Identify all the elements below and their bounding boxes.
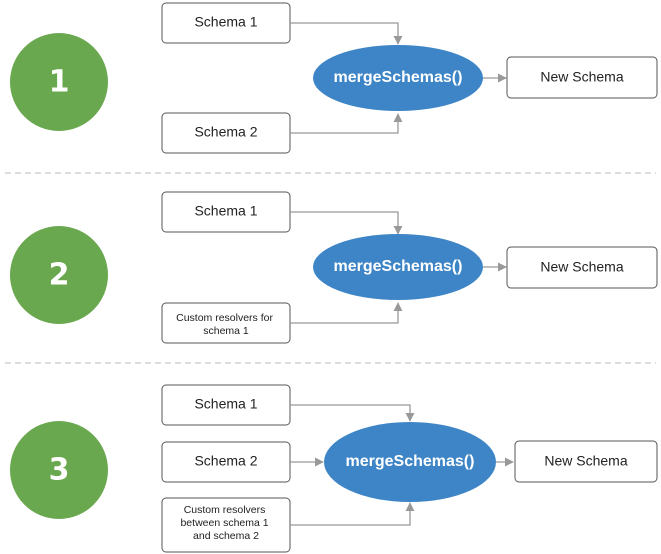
input-label: Schema 1 xyxy=(194,203,257,219)
output-label: New Schema xyxy=(544,453,627,469)
step-circle-3 xyxy=(10,421,108,519)
input-label: Custom resolvers for schema 1 xyxy=(176,312,276,337)
connector-arrow xyxy=(290,211,403,235)
step-circle-1 xyxy=(10,33,108,131)
input-label: Custom resolvers between schema 1 and sc… xyxy=(180,504,271,542)
output-box xyxy=(514,440,658,483)
merge-function-ellipse xyxy=(313,234,483,300)
input-label: Schema 1 xyxy=(194,14,257,30)
step-number: 1 xyxy=(49,65,70,100)
scenario-2: 2 Schema 1 Custom resolvers for schema 1… xyxy=(10,191,658,344)
connector-arrow xyxy=(290,404,415,422)
merge-function-ellipse xyxy=(324,422,496,502)
output-label: New Schema xyxy=(540,69,623,85)
input-label: Schema 1 xyxy=(194,396,257,412)
step-number: 3 xyxy=(49,453,70,488)
connector-arrow xyxy=(290,113,403,134)
merge-function-ellipse xyxy=(313,45,483,111)
function-label: mergeSchemas() xyxy=(334,258,463,275)
function-label: mergeSchemas() xyxy=(334,69,463,86)
input-label: Schema 2 xyxy=(194,124,257,140)
connector-arrow xyxy=(290,22,403,45)
scenario-3: 3 Schema 1 Schema 2 Custom resolvers bet… xyxy=(10,384,658,553)
output-box xyxy=(506,56,658,99)
step-circle-2 xyxy=(10,226,108,324)
step-number: 2 xyxy=(49,258,70,293)
connector-arrow xyxy=(290,502,415,526)
function-label: mergeSchemas() xyxy=(346,453,475,470)
output-label: New Schema xyxy=(540,259,623,275)
scenario-1: 1 Schema 1 Schema 2 mergeSchemas() New S… xyxy=(10,2,658,154)
input-label: Schema 2 xyxy=(194,453,257,469)
output-box xyxy=(506,246,658,289)
connector-arrow xyxy=(290,302,403,324)
